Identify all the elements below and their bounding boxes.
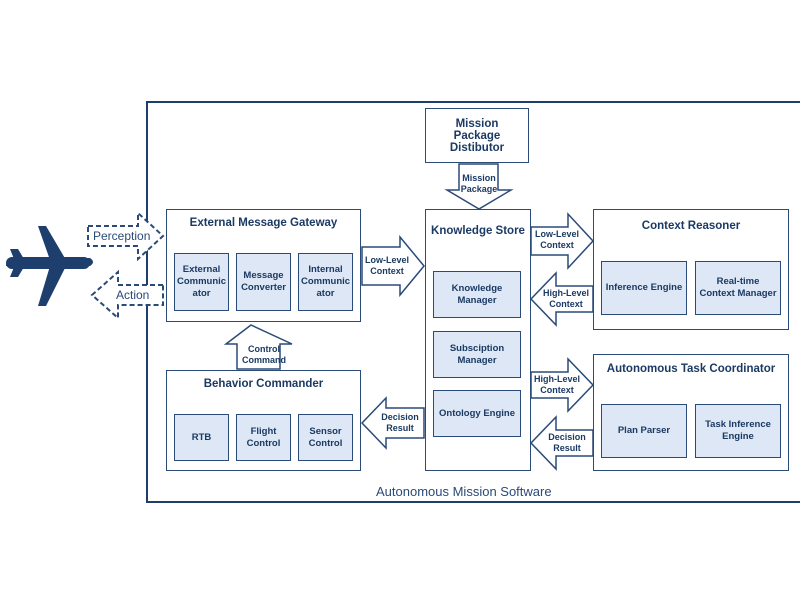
low-level-context-label-2: Low-Level Context xyxy=(534,229,579,250)
mission-package-distributor: Mission Package Distibutor xyxy=(425,108,529,163)
internal-communicator: Internal Communic ator xyxy=(298,253,353,311)
task-inference-engine: Task Inference Engine xyxy=(695,404,781,458)
airplane-icon xyxy=(6,226,93,306)
control-command-label: Control Command xyxy=(241,344,286,365)
message-converter: Message Converter xyxy=(236,253,291,311)
rtb: RTB xyxy=(174,414,229,461)
low-level-context-arrow-1 xyxy=(361,234,425,298)
perception-label: Perception xyxy=(93,229,151,243)
behavior-commander-title: Behavior Commander xyxy=(203,378,324,390)
control-command-arrow xyxy=(223,324,293,370)
plan-parser: Plan Parser xyxy=(601,404,687,458)
inference-engine: Inference Engine xyxy=(601,261,687,315)
high-level-context-arrow-1 xyxy=(529,271,594,327)
high-level-context-label-1: High-Level Context xyxy=(542,288,589,309)
mission-package-arrow xyxy=(444,163,514,210)
perception-arrow xyxy=(87,210,165,262)
high-level-context-arrow-2 xyxy=(530,357,595,413)
mission-package-label: Mission Package xyxy=(460,173,498,194)
external-message-gateway-title: External Message Gateway xyxy=(189,217,338,229)
sensor-control: Sensor Control xyxy=(298,414,353,461)
context-reasoner-title: Context Reasoner xyxy=(641,220,741,232)
action-label: Action xyxy=(116,288,150,302)
software-caption: Autonomous Mission Software xyxy=(376,484,552,499)
subscription-manager: Subsciption Manager xyxy=(433,331,521,378)
autonomous-task-coordinator-title: Autonomous Task Coordinator xyxy=(606,363,776,375)
ontology-engine: Ontology Engine xyxy=(433,390,521,437)
knowledge-manager: Knowledge Manager xyxy=(433,271,521,318)
low-level-context-label-1: Low-Level Context xyxy=(364,255,409,276)
decision-result-arrow-2 xyxy=(529,415,594,471)
decision-result-arrow-1 xyxy=(360,396,425,450)
low-level-context-arrow-2 xyxy=(530,212,595,270)
real-time-context-manager: Real-time Context Manager xyxy=(695,261,781,315)
decision-result-label-2: Decision Result xyxy=(548,432,586,453)
external-communicator: External Communic ator xyxy=(174,253,229,311)
flight-control: Flight Control xyxy=(236,414,291,461)
decision-result-label-1: Decision Result xyxy=(381,412,419,433)
mission-package-distributor-title: Mission Package Distibutor xyxy=(449,117,505,154)
action-arrow xyxy=(90,269,164,321)
high-level-context-label-2: High-Level Context xyxy=(533,374,580,395)
knowledge-store-title: Knowledge Store xyxy=(431,225,525,237)
